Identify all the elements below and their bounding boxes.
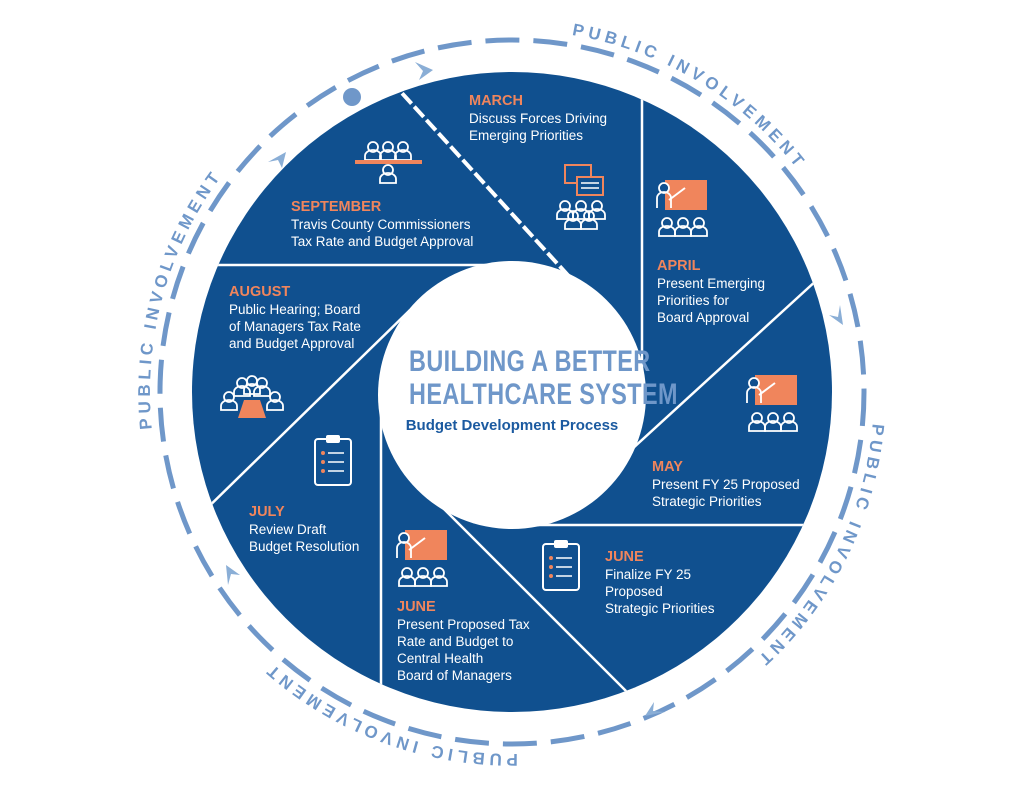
segment-april: APRIL Present Emerging Priorities for Bo… — [657, 257, 765, 326]
segment-text: Strategic Priorities — [652, 494, 762, 509]
segment-text: Present Emerging — [657, 276, 766, 291]
segment-june-finalize: JUNE Finalize FY 25 Proposed Strategic P… — [605, 548, 715, 617]
month-label: APRIL — [657, 258, 701, 274]
segment-text: Strategic Priorities — [605, 601, 715, 616]
segment-text: Central Health — [397, 651, 484, 666]
month-label: JUNE — [397, 599, 436, 615]
segment-text: Present FY 25 Proposed — [652, 477, 800, 492]
segment-august: AUGUST Public Hearing; Board of Managers… — [229, 283, 361, 352]
title-line-2: HEALTHCARE SYSTEM — [409, 378, 678, 411]
segment-september: SEPTEMBER Travis County Commissioners Ta… — [291, 198, 473, 250]
segment-text: Finalize FY 25 — [605, 567, 692, 582]
segment-text: and Budget Approval — [229, 336, 355, 351]
segment-dividers — [192, 72, 832, 712]
segment-june-present: JUNE Present Proposed Tax Rate and Budge… — [397, 598, 530, 684]
center-circle — [378, 261, 646, 529]
segment-text: of Managers Tax Rate — [229, 319, 361, 334]
month-label: MARCH — [469, 93, 523, 109]
segment-march: MARCH Discuss Forces Driving Emerging Pr… — [469, 92, 607, 144]
segment-text: Emerging Priorities — [469, 128, 584, 143]
month-label: AUGUST — [229, 284, 291, 300]
segment-text: Priorities for — [657, 293, 730, 308]
segment-text: Budget Resolution — [249, 539, 360, 554]
segment-text: Rate and Budget to — [397, 634, 514, 649]
meeting-table-icon — [220, 375, 284, 418]
segment-text: Board Approval — [657, 310, 750, 325]
panel-hearing-icon — [355, 141, 422, 184]
segment-text: Discuss Forces Driving — [469, 111, 608, 126]
center-title-block: BUILDING A BETTER HEALTHCARE SYSTEM Budg… — [380, 345, 678, 434]
segment-text: Tax Rate and Budget Approval — [291, 234, 474, 249]
title-line-1: BUILDING A BETTER — [409, 345, 651, 378]
segment-may: MAY Present FY 25 Proposed Strategic Pri… — [652, 458, 800, 510]
segment-text: Public Hearing; Board — [229, 302, 361, 317]
segment-text: Travis County Commissioners — [291, 217, 471, 232]
ring-arrow-icons — [226, 62, 843, 716]
segment-july: JULY Review Draft Budget Resolution — [249, 503, 359, 555]
discussion-group-icon — [556, 164, 606, 230]
segment-text: Review Draft — [249, 522, 327, 537]
month-label: JUNE — [605, 549, 644, 565]
month-label: JULY — [249, 504, 285, 520]
subtitle: Budget Development Process — [405, 417, 619, 434]
month-label: MAY — [652, 459, 683, 475]
ring-start-dot-icon — [343, 88, 361, 106]
segment-text: Board of Managers — [397, 668, 512, 683]
public-involvement-ring — [157, 37, 867, 747]
month-label: SEPTEMBER — [291, 199, 382, 215]
segment-text: Proposed — [605, 584, 663, 599]
segment-text: Present Proposed Tax — [397, 617, 530, 632]
